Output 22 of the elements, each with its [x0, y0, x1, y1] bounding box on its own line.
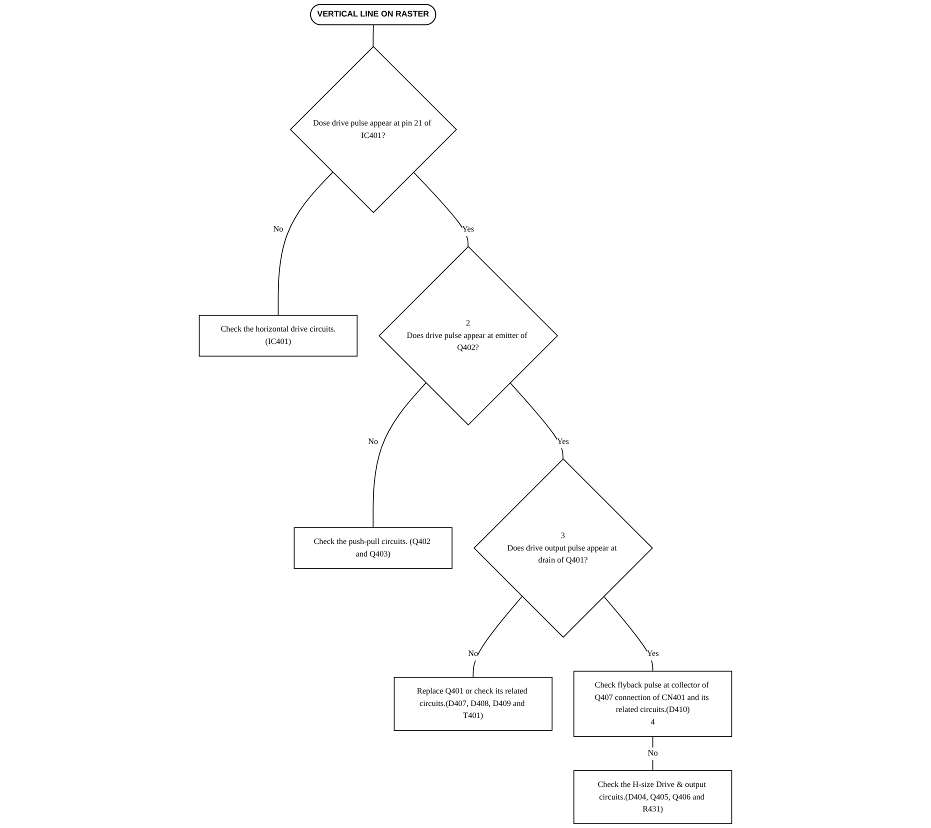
node-diamond: Dose drive pulse appear at pin 21 of IC401?	[290, 46, 457, 214]
connector	[278, 172, 334, 316]
edge-label: Yes	[462, 225, 474, 234]
edge-label: Yes	[557, 437, 569, 446]
connector	[510, 382, 564, 460]
edge-label: No	[648, 749, 658, 758]
connector	[372, 24, 374, 47]
edge-label: No	[273, 225, 284, 234]
node-diamond: 2 Does drive pulse appear at emitter of Q402?	[378, 246, 558, 426]
node-box: Check flyback pulse at collector of Q407 connection of CN401 and its related circuits.(D410) 4	[573, 670, 732, 737]
connector	[413, 172, 468, 248]
node-box: Check the H-size Drive & output circuits.(D404, Q405, Q406 and R431)	[573, 770, 732, 824]
connector	[603, 596, 654, 672]
node-box: Check the horizontal drive circuits.(IC401)	[198, 314, 358, 357]
connector	[472, 596, 523, 678]
node-box: Check the push-pull circuits. (Q402 and Q403)	[294, 527, 452, 569]
node-box: Replace Q401 or check its related circuits.(D407, D408, D409 and T401)	[394, 676, 552, 731]
edge-label: Yes	[646, 650, 659, 658]
node-diamond: 3 Does drive output pulse appear at drain of Q401?	[474, 458, 653, 638]
connector	[372, 382, 426, 528]
edge-label: No	[468, 650, 478, 658]
edge-label: No	[368, 437, 378, 446]
